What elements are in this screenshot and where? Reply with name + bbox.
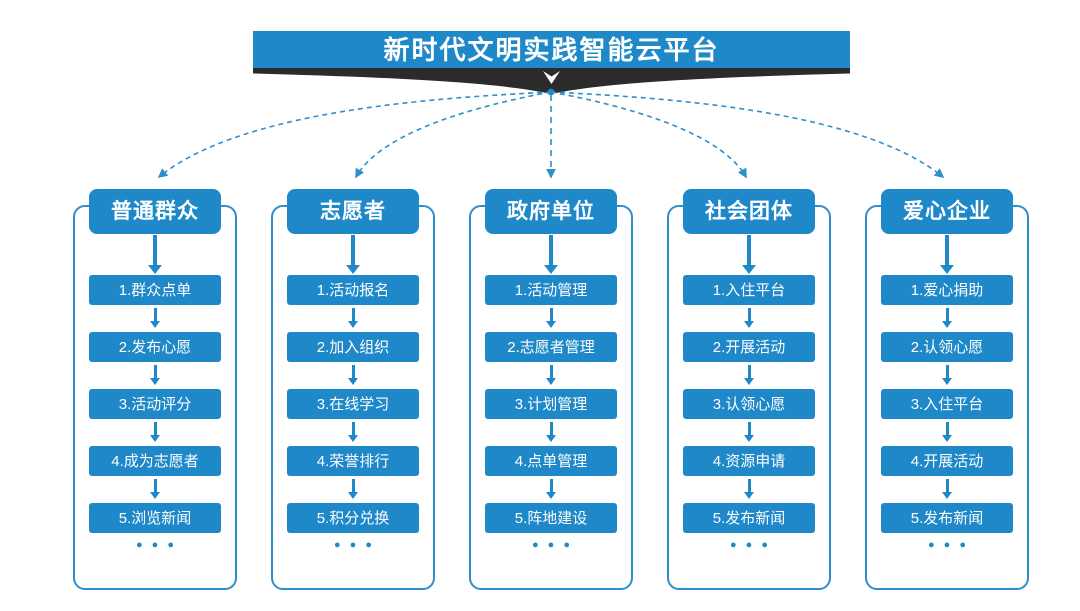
down-arrow-icon bbox=[667, 365, 831, 385]
column-header: 政府单位 bbox=[485, 189, 617, 234]
ellipsis-dots: ●●● bbox=[730, 539, 777, 551]
column-header: 社会团体 bbox=[683, 189, 815, 234]
flow-step: 3.在线学习 bbox=[287, 389, 419, 419]
flow-step: 3.认领心愿 bbox=[683, 389, 815, 419]
dashed-connector-col5 bbox=[550, 91, 945, 179]
down-arrow-icon bbox=[469, 365, 633, 385]
column-volunteers: 志愿者 1.活动报名 2.加入组织 3.在线学习 4.荣誉排行 5.积分兑换 ●… bbox=[271, 189, 435, 590]
down-arrow-icon bbox=[73, 365, 237, 385]
down-arrow-icon bbox=[667, 308, 831, 328]
down-arrow-icon bbox=[469, 479, 633, 499]
flow-step: 2.认领心愿 bbox=[881, 332, 1013, 362]
down-arrow-icon bbox=[865, 235, 1029, 274]
down-arrow-icon bbox=[865, 308, 1029, 328]
flow-step: 2.开展活动 bbox=[683, 332, 815, 362]
column-header: 普通群众 bbox=[89, 189, 221, 234]
down-arrow-icon bbox=[865, 479, 1029, 499]
flow-step: 1.入住平台 bbox=[683, 275, 815, 305]
flow-step: 3.计划管理 bbox=[485, 389, 617, 419]
flow-step: 4.资源申请 bbox=[683, 446, 815, 476]
column-social-groups: 社会团体 1.入住平台 2.开展活动 3.认领心愿 4.资源申请 5.发布新闻 … bbox=[667, 189, 831, 590]
down-arrow-icon bbox=[667, 235, 831, 274]
flow-step: 1.爱心捐助 bbox=[881, 275, 1013, 305]
flow-step: 4.成为志愿者 bbox=[89, 446, 221, 476]
column-government-units: 政府单位 1.活动管理 2.志愿者管理 3.计划管理 4.点单管理 5.阵地建设… bbox=[469, 189, 633, 590]
ellipsis-dots: ●●● bbox=[334, 539, 381, 551]
dashed-connector-col4 bbox=[550, 91, 747, 179]
dashed-connectors bbox=[157, 88, 945, 179]
dashed-connector-col1 bbox=[157, 91, 552, 179]
down-arrow-icon bbox=[271, 422, 435, 442]
down-arrow-icon bbox=[667, 422, 831, 442]
down-arrow-icon bbox=[73, 422, 237, 442]
down-arrow-icon bbox=[469, 422, 633, 442]
flow-step: 2.志愿者管理 bbox=[485, 332, 617, 362]
flow-step: 2.发布心愿 bbox=[89, 332, 221, 362]
flow-step: 2.加入组织 bbox=[287, 332, 419, 362]
flow-step: 5.积分兑换 bbox=[287, 503, 419, 533]
ellipsis-dots: ●●● bbox=[136, 539, 183, 551]
column-ordinary-public: 普通群众 1.群众点单 2.发布心愿 3.活动评分 4.成为志愿者 5.浏览新闻… bbox=[73, 189, 237, 590]
down-arrow-icon bbox=[73, 308, 237, 328]
flow-step: 5.阵地建设 bbox=[485, 503, 617, 533]
column-caring-enterprises: 爱心企业 1.爱心捐助 2.认领心愿 3.入住平台 4.开展活动 5.发布新闻 … bbox=[865, 189, 1029, 590]
down-arrow-icon bbox=[73, 235, 237, 274]
down-arrow-icon bbox=[271, 365, 435, 385]
flow-step: 5.发布新闻 bbox=[881, 503, 1013, 533]
down-arrow-icon bbox=[271, 235, 435, 274]
column-header: 志愿者 bbox=[287, 189, 419, 234]
ellipsis-dots: ●●● bbox=[532, 539, 579, 551]
flow-step: 4.开展活动 bbox=[881, 446, 1013, 476]
down-arrow-icon bbox=[865, 422, 1029, 442]
down-arrow-icon bbox=[271, 479, 435, 499]
ellipsis-dots: ●●● bbox=[928, 539, 975, 551]
down-arrow-icon bbox=[469, 308, 633, 328]
dashed-connector-col2 bbox=[355, 91, 552, 179]
down-arrow-icon bbox=[271, 308, 435, 328]
diagram-title: 新时代文明实践智能云平台 bbox=[253, 31, 850, 68]
flow-step: 4.荣誉排行 bbox=[287, 446, 419, 476]
flow-step: 4.点单管理 bbox=[485, 446, 617, 476]
flow-step: 3.入住平台 bbox=[881, 389, 1013, 419]
down-arrow-icon bbox=[543, 71, 560, 84]
flow-step: 1.活动管理 bbox=[485, 275, 617, 305]
flow-step: 3.活动评分 bbox=[89, 389, 221, 419]
flow-step: 5.发布新闻 bbox=[683, 503, 815, 533]
down-arrow-icon bbox=[469, 235, 633, 274]
down-arrow-icon bbox=[865, 365, 1029, 385]
flow-step: 1.群众点单 bbox=[89, 275, 221, 305]
banner-convergence-shape bbox=[253, 68, 850, 94]
flow-step: 5.浏览新闻 bbox=[89, 503, 221, 533]
column-header: 爱心企业 bbox=[881, 189, 1013, 234]
down-arrow-icon bbox=[73, 479, 237, 499]
flow-step: 1.活动报名 bbox=[287, 275, 419, 305]
down-arrow-icon bbox=[667, 479, 831, 499]
